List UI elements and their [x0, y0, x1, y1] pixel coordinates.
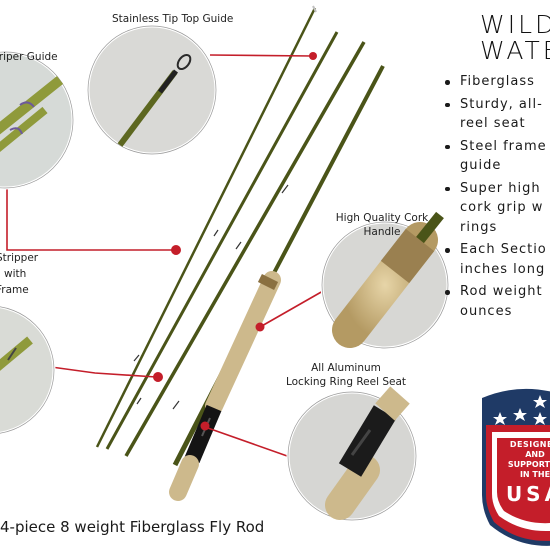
label-reel-seat-line1: All Aluminum — [311, 362, 381, 374]
badge-text: DESIGNED AND SUPPORTED IN THE USA — [505, 440, 550, 507]
feature-text: Sturdy, all- — [460, 96, 543, 112]
feature-text: reel seat — [460, 116, 526, 131]
badge-country: USA — [505, 482, 550, 506]
feature-text: Rod weight — [460, 284, 543, 299]
label-reel-seat: All Aluminum Locking Ring Reel Seat — [281, 361, 411, 389]
feature-item: Rod weight ounces — [441, 282, 550, 321]
label-stripper-frame: Stripper with Frame — [0, 251, 38, 298]
zoom-cork-handle — [320, 211, 450, 350]
feature-text: rings — [460, 219, 498, 235]
rod-section-third — [124, 41, 366, 457]
badge-line-in-the: IN THE — [519, 470, 550, 479]
badge-line-supported: SUPPORTED — [507, 460, 550, 469]
badge-line-and: AND — [525, 450, 545, 459]
rod-section-tip — [95, 5, 317, 448]
label-cork-handle: High Quality Cork Handle — [334, 211, 430, 239]
product-caption: 4-piece 8 weight Fiberglass Fly Rod — [0, 518, 265, 536]
feature-list: Fiberglass Sturdy, all-reel seat Steel f… — [441, 72, 550, 324]
zoom-stripper-frame — [0, 305, 56, 435]
label-reel-seat-line2: Locking Ring Reel Seat — [285, 376, 407, 389]
label-stripper-frame-line1: Stripper — [0, 252, 39, 264]
callout-dots — [153, 52, 317, 431]
brand-line2: WATER — [480, 36, 550, 65]
feature-text: Steel frame — [460, 138, 547, 154]
brand-logo: WILD WATER — [480, 12, 550, 65]
reel-seat — [184, 404, 222, 464]
cork-handle — [205, 271, 281, 415]
feature-text: Fiberglass — [460, 74, 535, 89]
badge-stars — [493, 395, 547, 425]
label-cork-line2: Handle — [363, 226, 401, 239]
feature-text: guide — [460, 158, 502, 173]
feature-text: ounces — [460, 303, 513, 319]
zoom-stripper-guide — [0, 50, 75, 190]
callout-lines — [0, 54, 324, 458]
usa-badge — [482, 388, 550, 546]
label-stripper-guide: Striper Guide — [0, 51, 58, 63]
fighting-butt — [169, 455, 199, 501]
brand-line1: WILD — [480, 12, 550, 39]
feature-item: Super high cork grip w rings — [441, 179, 550, 238]
zoom-reel-seat — [286, 386, 418, 522]
rod-section-second — [105, 31, 339, 450]
feature-text: inches long — [460, 261, 546, 277]
feature-text: cork grip w — [460, 200, 544, 215]
guide-rings — [133, 184, 289, 410]
label-stripper-frame-line2: with — [4, 267, 27, 280]
feature-item: Steel frame guide — [441, 137, 550, 176]
badge-line-designed: DESIGNED — [509, 440, 550, 449]
feature-item: Sturdy, all-reel seat — [441, 95, 550, 134]
feature-text: Each Sectio — [460, 242, 547, 257]
zoom-tip-top-guide — [86, 24, 218, 156]
label-tip-top-guide: Stainless Tip Top Guide — [112, 13, 234, 25]
feature-item: Fiberglass — [441, 72, 550, 92]
label-stripper-frame-line3: Frame — [0, 283, 29, 296]
feature-text: Super high — [460, 180, 541, 196]
feature-item: Each Sectio inches long — [441, 240, 550, 279]
label-cork-line1: High Quality Cork — [335, 212, 429, 224]
